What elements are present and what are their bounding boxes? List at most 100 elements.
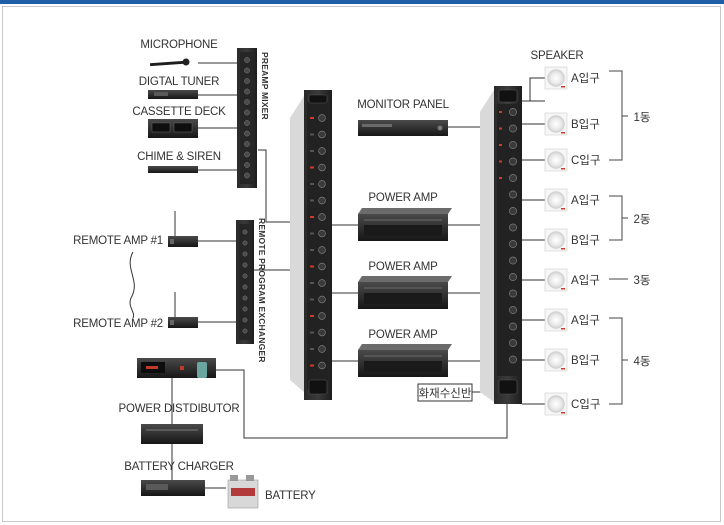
exchanger-knob: [242, 328, 248, 334]
preamp-knob: [244, 57, 250, 63]
digital-tuner: [148, 90, 198, 99]
preamp-mixer-rack: [237, 48, 257, 188]
speaker-label: B입구: [571, 234, 600, 247]
diagram-frame: [2, 6, 721, 522]
main-rack-indicator: [310, 315, 314, 317]
speaker-rack-knob: [509, 124, 517, 133]
main-rack-knob: [318, 180, 326, 188]
speaker-rack-indicator: [499, 144, 502, 146]
speaker-label: A입구: [571, 72, 600, 85]
remote-program-exchanger-rack: [236, 220, 254, 344]
preamp-knob: [244, 162, 250, 168]
exchanger-knob: [242, 273, 248, 279]
speaker-label: A입구: [571, 194, 600, 207]
cassette-deck: [148, 119, 198, 138]
exchanger-knob: [242, 240, 248, 246]
speaker-cone: [547, 351, 565, 369]
main-rack-indicator: [310, 348, 314, 350]
speaker-badge: [561, 288, 565, 290]
label-monitor-panel: MONITOR PANEL: [357, 99, 449, 111]
label-building-2: 2동: [634, 214, 651, 226]
label-microphone: MICROPHONE: [140, 39, 218, 51]
label-fire-panel: 화재수신반: [419, 387, 472, 400]
exchanger-knob: [242, 306, 248, 312]
speaker-rack-knob: [509, 339, 517, 347]
speaker-cone: [547, 271, 565, 289]
main-rack-knob: [318, 262, 326, 271]
speaker-rack-knob: [509, 355, 517, 364]
label-remote-amp-1: REMOTE AMP #1: [73, 235, 163, 247]
label-battery: BATTERY: [265, 490, 316, 502]
battery-unit: [227, 475, 259, 509]
main-rack-indicator: [310, 282, 314, 284]
label-cassette-deck: CASSETTE DECK: [132, 106, 226, 118]
label-power-amp-2: POWER AMP: [368, 261, 438, 273]
power-amp-2-unit: [358, 276, 452, 309]
preamp-knob: [244, 99, 250, 105]
speaker-badge: [561, 248, 565, 250]
connection-wires: [129, 62, 545, 489]
label-power-amp-3: POWER AMP: [368, 329, 438, 341]
label-preamp-mixer: PREAMP MIXER: [260, 52, 270, 120]
main-rack-knob: [318, 114, 326, 122]
speaker-badge: [561, 208, 565, 210]
main-rack-indicator: [310, 331, 314, 334]
main-rack-knob: [318, 229, 326, 238]
main-system-rack: [290, 90, 332, 400]
exchanger-knob: [242, 251, 248, 257]
speaker-cone: [547, 191, 565, 209]
remote-amp-1-unit: [168, 236, 198, 247]
main-rack-indicator: [310, 298, 314, 301]
label-remote-amp-2: REMOTE AMP #2: [73, 318, 163, 330]
main-rack-knob: [318, 345, 326, 353]
main-rack-knob: [318, 328, 326, 337]
speaker-cone: [547, 231, 565, 249]
speaker-cone: [547, 115, 565, 133]
main-rack-indicator: [310, 364, 314, 367]
speaker-selector-rack: [480, 86, 522, 404]
speaker-rack-knob: [509, 322, 517, 331]
speaker-badge: [561, 328, 565, 330]
preamp-knob: [244, 109, 250, 116]
remote-amp-2-unit: [168, 317, 198, 328]
speaker-label: B입구: [571, 118, 600, 131]
preamp-knob: [244, 88, 250, 95]
speaker-cone: [547, 151, 565, 169]
speaker-rack-knob: [509, 223, 517, 232]
label-chime-siren: CHIME & SIREN: [137, 151, 221, 163]
preamp-knob: [244, 78, 250, 84]
main-rack-indicator: [310, 166, 314, 169]
power-amp-3-unit: [358, 344, 452, 377]
speaker-label: A입구: [571, 314, 600, 327]
preamp-knob: [244, 141, 250, 147]
speaker-badge: [561, 86, 565, 88]
preamp-knob: [244, 120, 250, 126]
label-power-amp-1: POWER AMP: [368, 192, 438, 204]
speaker-badge: [561, 132, 565, 134]
control-unit: [137, 358, 216, 378]
exchanger-knob: [242, 295, 248, 301]
main-rack-knob: [318, 196, 326, 205]
main-rack-indicator: [310, 117, 314, 119]
speaker-rack-knob: [509, 256, 517, 265]
fire-panel-box: [417, 383, 473, 402]
exchanger-knob: [242, 229, 248, 235]
speaker-rack-knob: [509, 240, 517, 248]
chime-siren-unit: [148, 166, 198, 173]
speaker-rack-knob: [509, 174, 517, 182]
preamp-knob: [244, 172, 250, 179]
main-rack-knob: [318, 163, 326, 172]
label-building-4: 4동: [634, 356, 651, 368]
speaker-rack-knob: [509, 157, 517, 166]
main-rack-indicator: [310, 265, 314, 268]
exchanger-knob: [242, 262, 248, 268]
speaker-badge: [561, 168, 565, 170]
speaker-label: A입구: [571, 274, 600, 287]
main-rack-knob: [318, 130, 326, 139]
label-speaker-header: SPEAKER: [531, 50, 584, 62]
main-rack-indicator: [310, 150, 314, 152]
preamp-knob: [244, 130, 250, 137]
